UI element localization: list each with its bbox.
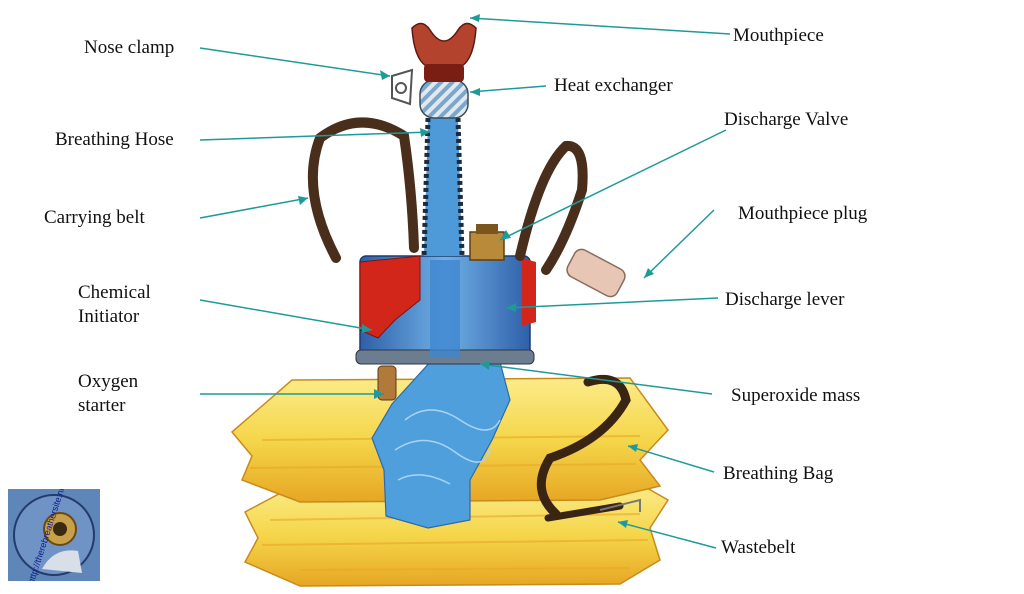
diver-helmet-icon [13, 494, 95, 576]
label-mouthpiece: Mouthpiece [733, 25, 824, 46]
label-chemical-initiator-line1: Chemical [78, 282, 151, 303]
label-oxygen-starter-line1: Oxygen [78, 371, 139, 392]
carrying-belt [307, 117, 588, 275]
oxygen-starter [377, 365, 397, 401]
label-oxygen-starter-line2: starter [78, 395, 126, 416]
label-wastebelt: Wastebelt [721, 537, 796, 558]
label-breathing-bag: Breathing Bag [723, 463, 834, 484]
label-breathing-hose: Breathing Hose [55, 129, 174, 150]
label-superoxide-mass: Superoxide mass [731, 385, 861, 406]
mouthpiece [411, 22, 477, 82]
nose-clamp [391, 68, 414, 106]
label-nose-clamp: Nose clamp [84, 37, 175, 58]
label-heat-exchanger: Heat exchanger [554, 75, 673, 96]
label-discharge-valve: Discharge Valve [724, 109, 849, 130]
mouthpiece-plug [566, 248, 626, 298]
label-discharge-lever: Discharge lever [725, 289, 845, 310]
label-mouthpiece-plug: Mouthpiece plug [738, 203, 868, 224]
discharge-valve [469, 224, 505, 261]
heat-exchanger [419, 79, 469, 119]
watermark-badge: http://therebreathersite.nl [8, 489, 100, 581]
leader-lines [199, 17, 731, 549]
canister [355, 255, 536, 365]
label-chemical-initiator-line2: Initiator [78, 306, 140, 327]
breathing-hose [421, 117, 465, 257]
label-carrying-belt: Carrying belt [44, 207, 145, 228]
lower-breathing-bag [243, 483, 670, 587]
buckle [599, 498, 641, 512]
arrowheads [298, 14, 654, 528]
